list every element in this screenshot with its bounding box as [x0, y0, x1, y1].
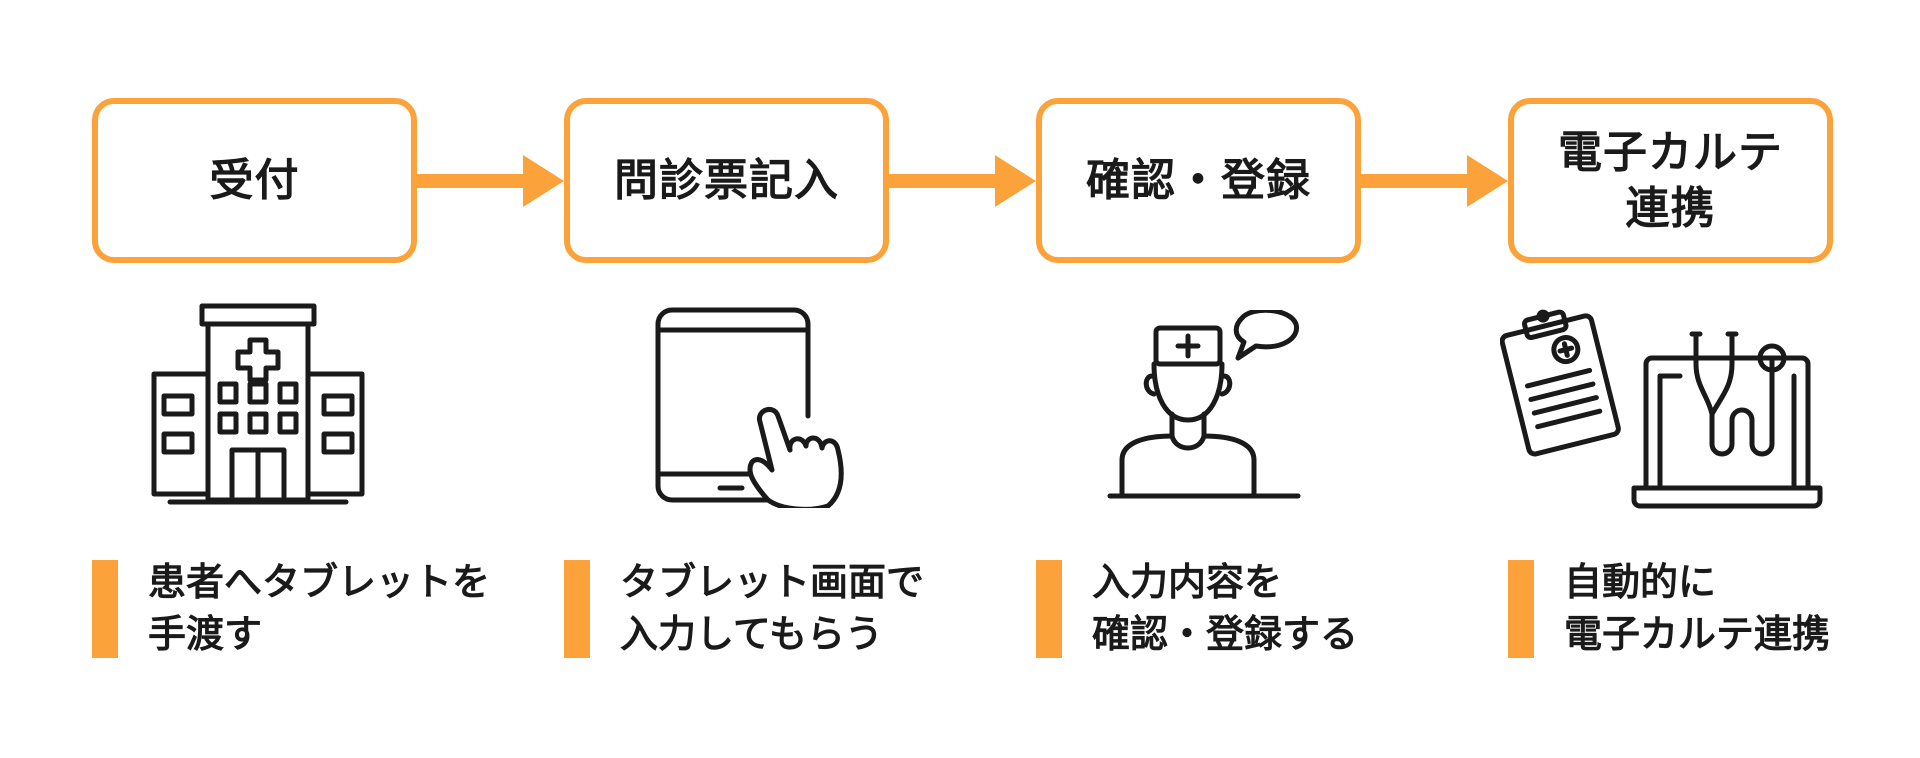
- step-description-confirm-register: 入力内容を 確認・登録する: [1036, 560, 1358, 660]
- description-text: タブレット画面で 入力してもらう: [620, 560, 925, 656]
- arrow-right-icon: [417, 155, 564, 207]
- description-text: 自動的に 電子カルテ連携: [1564, 560, 1831, 656]
- step-title: 電子カルテ 連携: [1558, 126, 1783, 234]
- arrow-right-icon: [1361, 155, 1508, 207]
- description-text: 入力内容を 確認・登録する: [1092, 560, 1359, 656]
- tablet-touch-icon: [655, 307, 844, 508]
- accent-bar: [1508, 560, 1534, 658]
- accent-bar: [564, 560, 590, 658]
- step-description-questionnaire: タブレット画面で 入力してもらう: [564, 560, 924, 660]
- step-title: 確認・登録: [1086, 154, 1311, 206]
- step-box-reception: 受付: [92, 98, 417, 263]
- accent-bar: [1036, 560, 1062, 658]
- chart-laptop-stethoscope-icon: [1500, 309, 1823, 509]
- step-box-emr-link: 電子カルテ 連携: [1508, 98, 1833, 263]
- step-box-questionnaire: 問診票記入: [564, 98, 889, 263]
- arrow-right-icon: [889, 155, 1036, 207]
- accent-bar: [92, 560, 118, 658]
- step-description-reception: 患者へタブレットを 手渡す: [92, 560, 490, 660]
- hospital-icon: [151, 303, 365, 505]
- step-box-confirm-register: 確認・登録: [1036, 98, 1361, 263]
- nurse-speech-icon: [1107, 310, 1301, 499]
- description-text: 患者へタブレットを 手渡す: [148, 560, 491, 656]
- step-title: 問診票記入: [614, 154, 839, 206]
- step-title: 受付: [209, 154, 300, 206]
- step-description-emr-link: 自動的に 電子カルテ連携: [1508, 560, 1830, 660]
